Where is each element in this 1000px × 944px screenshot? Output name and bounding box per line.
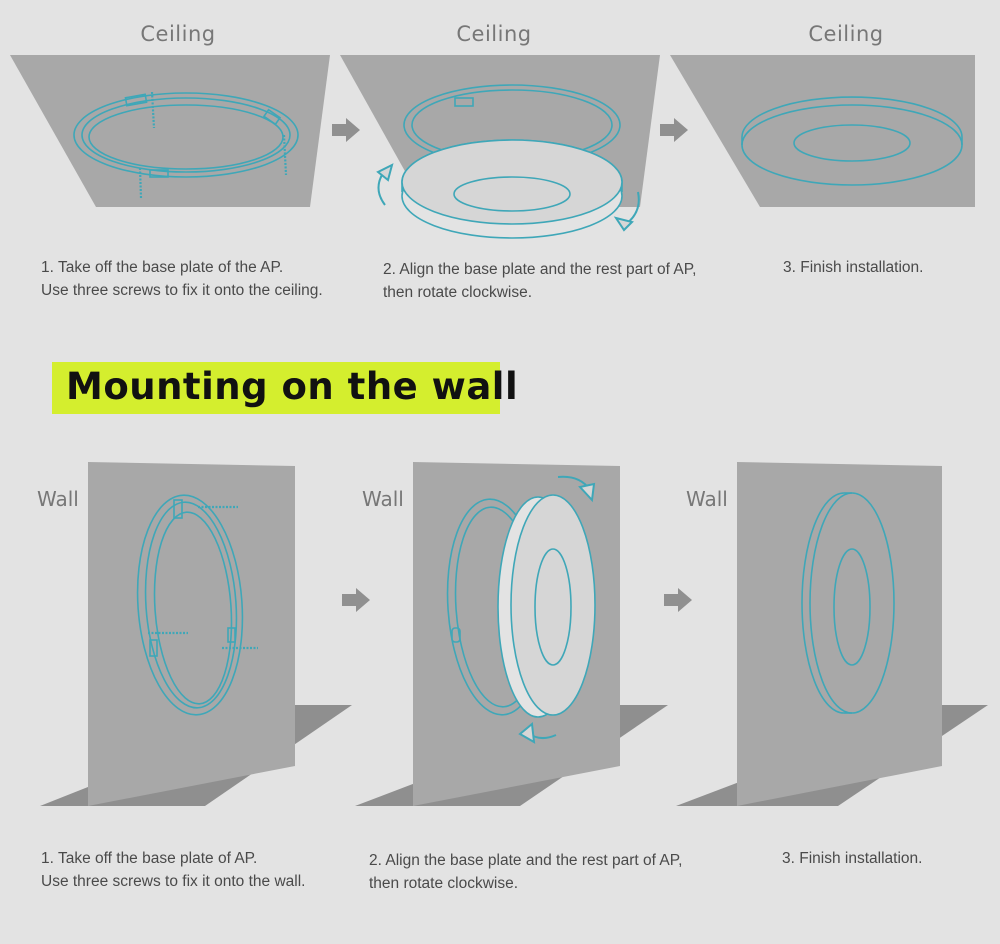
screw-icon: [138, 91, 288, 199]
ceiling-label: Ceiling: [456, 22, 532, 46]
base-plate-ring: [136, 494, 244, 716]
rotate-clockwise-icon: [518, 475, 596, 744]
wall-panel-1: [40, 462, 352, 806]
installed-ap: [801, 492, 895, 714]
screw-icon: [148, 505, 258, 650]
rotate-clockwise-icon: [376, 163, 640, 232]
ap-device: [401, 139, 623, 239]
base-plate-ring: [73, 92, 299, 178]
next-arrow-icon: [342, 588, 370, 612]
wall-label: Wall: [362, 487, 404, 511]
ceiling-panel-3: [670, 55, 975, 207]
wall-label: Wall: [686, 487, 728, 511]
wall-step-3-caption: 3. Finish installation.: [782, 850, 923, 867]
ceiling-panel-1: [10, 55, 330, 207]
section-banner: [52, 362, 500, 414]
wall-panel-2: [355, 462, 668, 806]
section-title: Mounting on the wall: [66, 365, 519, 408]
next-arrow-icon: [664, 588, 692, 612]
next-arrow-icon: [332, 118, 360, 142]
wall-label: Wall: [37, 487, 79, 511]
ceiling-step-1-caption: 1. Take off the base plate of the AP. Us…: [41, 259, 323, 299]
ceiling-step-2-caption: 2. Align the base plate and the rest par…: [383, 261, 697, 301]
ceiling-panel-2: [340, 55, 660, 239]
ap-device: [497, 494, 596, 718]
next-arrow-icon: [660, 118, 688, 142]
installed-ap: [741, 96, 963, 186]
ceiling-step-3-caption: 3. Finish installation.: [783, 259, 924, 276]
wall-panel-3: [676, 462, 988, 806]
wall-step-2-caption: 2. Align the base plate and the rest par…: [369, 852, 683, 892]
ceiling-label: Ceiling: [808, 22, 884, 46]
ceiling-label: Ceiling: [140, 22, 216, 46]
wall-step-1-caption: 1. Take off the base plate of AP. Use th…: [41, 850, 306, 890]
